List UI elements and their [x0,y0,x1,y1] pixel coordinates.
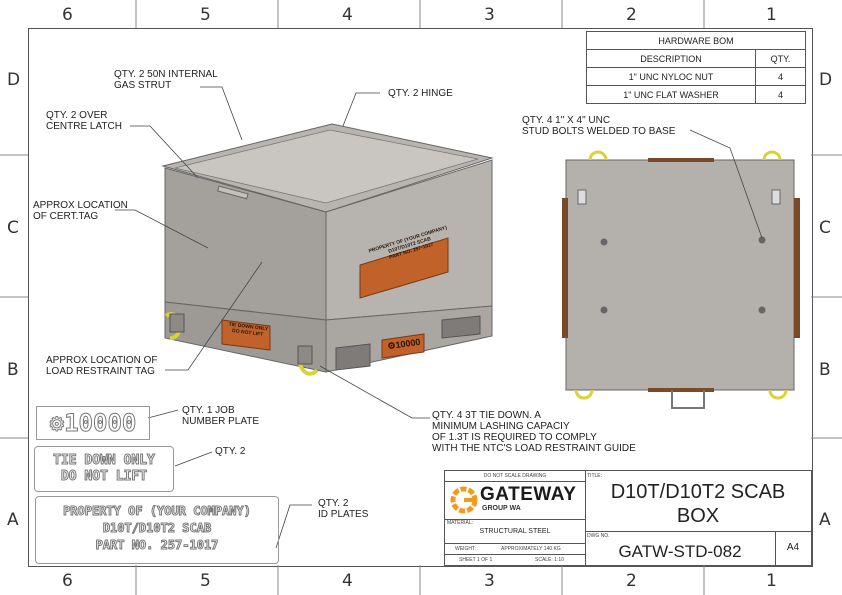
do-not-scale-label: DO NOT SCALE DRAWING [445,471,586,482]
zone-col-2: 2 [626,5,637,25]
zone-col-3: 3 [484,5,495,25]
note-line: QTY. 2 OVER [46,110,108,121]
zone-row-d-right: D [819,70,833,90]
sheet-size: A4 [786,542,800,553]
zone-row-c: C [7,218,19,238]
note-line: WITH THE NTC'S LOAD RESTRAINT GUIDE [432,443,636,454]
title-block: DO NOT SCALE DRAWING GATEWAY GROUP WA MA… [444,470,812,566]
note-gas-strut: QTY. 2 50N INTERNAL GAS STRUT [114,69,218,91]
zone-col-6: 6 [62,5,73,25]
note-hinge: QTY. 2 HINGE [388,88,453,99]
title-cell: TITLE: D10T/D10T2 SCAB BOX [585,471,811,532]
title-label: TITLE: [587,473,603,479]
zone-row-b-right: B [819,360,831,380]
note-id-plates: QTY. 2 ID PLATES [318,498,368,520]
scale-value: SCALE: 1:10 [535,557,564,563]
company-name: GATEWAY [480,484,577,505]
drawing-title-line2: BOX [676,505,720,527]
drawing-title-line1: D10T/D10T2 SCAB [610,481,786,503]
dwg-no-cell: DWG NO. GATW-STD-082 [585,531,776,565]
gateway-g-icon: ⚙ [49,409,65,438]
zone-row-b: B [7,360,19,380]
id-plate-line: PROPERTY OF (YOUR COMPANY) [63,504,252,519]
note-line: OF 1.3T IS REQUIRED TO COMPLY [432,432,597,443]
zone-col-3-bottom: 3 [484,571,495,591]
job-number-plate-text: ⚙10000 [37,407,149,439]
id-plate-line: PART NO. 257-1017 [95,538,219,553]
note-restraint-tag: APPROX LOCATION OF LOAD RESTRAINT TAG [46,355,158,377]
note-line: LOAD RESTRAINT TAG [46,366,155,377]
note-line: QTY. 1 JOB [182,405,235,416]
zone-col-5-bottom: 5 [200,571,211,591]
dwg-no-value: GATW-STD-082 [618,542,742,561]
zone-col-1: 1 [766,5,777,25]
weight-cell: WEIGHT: APPROXIMATELY 140 KG [445,543,586,555]
material-cell: MATERIAL: STRUCTURAL STEEL [445,519,586,544]
note-line: QTY. 4 3T TIE DOWN. A [432,410,541,421]
zone-col-2-bottom: 2 [626,571,637,591]
note-line: OF CERT.TAG [33,211,99,222]
hardware-bom-table: HARDWARE BOM DESCRIPTION QTY. 1" UNC NYL… [586,31,806,104]
zone-row-a: A [7,510,19,530]
id-plate: PROPERTY OF (YOUR COMPANY) D10T/D10T2 SC… [35,496,279,564]
zone-col-6-bottom: 6 [62,571,73,591]
note-latch: QTY. 2 OVER CENTRE LATCH [46,110,122,132]
note-line: APPROX LOCATION [33,200,128,211]
zone-col-4: 4 [342,5,353,25]
note-job-plate: QTY. 1 JOB NUMBER PLATE [182,405,259,427]
note-tie-down: QTY. 4 3T TIE DOWN. A MINIMUM LASHING CA… [432,410,636,454]
tie-down-plate-line: TIE DOWN ONLY [53,453,156,469]
note-cert-tag: APPROX LOCATION OF CERT.TAG [33,200,128,222]
zone-col-5: 5 [200,5,211,25]
note-line: ID PLATES [318,509,369,520]
sheet-cell: SHEET 1 OF 1 SCALE: 1:10 [445,554,586,565]
company-logo: GATEWAY GROUP WA [445,481,586,520]
dwg-no-label: DWG NO. [587,533,610,539]
zone-col-4-bottom: 4 [342,571,353,591]
weight-label: WEIGHT: [455,546,476,552]
note-stud-bolts: QTY. 4 1" X 4" UNC STUD BOLTS WELDED TO … [522,115,675,137]
company-sub: GROUP WA [482,505,521,512]
note-line: QTY. 4 1" X 4" UNC [522,115,611,126]
zone-col-1-bottom: 1 [766,571,777,591]
bom-row-qty: 4 [755,85,806,104]
tie-down-plate: TIE DOWN ONLY DO NOT LIFT [34,446,174,492]
note-line: STUD BOLTS WELDED TO BASE [522,126,676,137]
note-line: MINIMUM LASHING CAPACIY [432,421,570,432]
note-line: QTY. 2 50N INTERNAL [114,69,218,80]
zone-row-a-right: A [819,510,831,530]
note-tie-plate-qty: QTY. 2 [215,446,246,457]
zone-row-d: D [7,70,21,90]
tie-down-plate-line: DO NOT LIFT [60,469,148,485]
zone-row-c-right: C [819,218,831,238]
job-number-value: 10000 [64,409,137,438]
bom-row: 1" UNC FLAT WASHER 4 [586,85,806,104]
job-number-plate: ⚙10000 [36,406,150,440]
material-label: MATERIAL: [447,520,474,526]
weight-value: APPROXIMATELY 140 KG [501,546,561,552]
note-line: NUMBER PLATE [182,416,260,427]
note-line: APPROX LOCATION OF [46,355,158,366]
sheet-value: SHEET 1 OF 1 [459,557,493,563]
bom-header-qty: QTY. [755,49,806,68]
note-line: CENTRE LATCH [46,121,122,132]
id-plate-line: D10T/D10T2 SCAB [102,521,212,536]
note-line: QTY. 2 [318,498,349,509]
note-line: GAS STRUT [114,80,172,91]
bom-row-description: 1" UNC FLAT WASHER [586,85,756,104]
gateway-gear-icon [450,486,478,514]
material-value: STRUCTURAL STEEL [479,528,551,535]
